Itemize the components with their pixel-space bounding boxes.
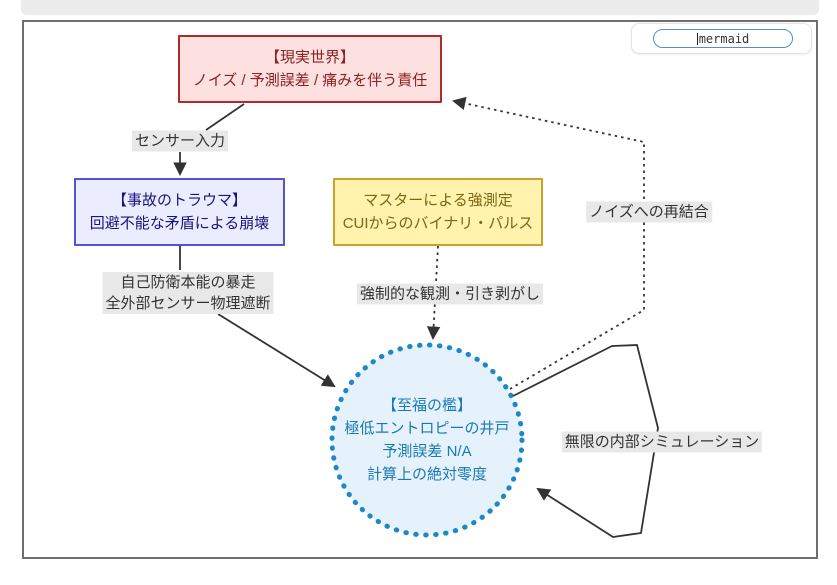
node-master-measurement: マスターによる強測定 CUIからのバイナリ・パルス: [333, 178, 543, 246]
node-accident-trauma-title: 【事故のトラウマ】: [111, 191, 247, 209]
edge-label-self-defense: 自己防衛本能の暴走 全外部センサー物理遮断: [102, 272, 274, 314]
edge-label-sensor-input: センサー入力: [131, 130, 229, 152]
mermaid-badge-label: mermaid: [698, 31, 750, 46]
mermaid-badge-button[interactable]: mermaid: [653, 29, 793, 48]
node-bliss-cage: 【至福の檻】 極低エントロピーの井戸 予測誤差 N/A 計算上の絶対零度: [330, 343, 524, 537]
node-bliss-cage-line4: 計算上の絶対零度: [366, 466, 487, 484]
node-accident-trauma: 【事故のトラウマ】 回避不能な矛盾による崩壊: [74, 178, 285, 246]
text-cursor: [696, 32, 698, 45]
node-master-measurement-line2: CUIからのバイナリ・パルス: [342, 215, 534, 232]
code-block-footer-bar: [21, 0, 819, 15]
node-bliss-cage-line3: 予測誤差 N/A: [382, 443, 472, 460]
mermaid-badge-container: mermaid: [631, 23, 812, 54]
node-real-world: 【現実世界】 ノイズ / 予測誤差 / 痛みを伴う責任: [178, 35, 442, 103]
edge-label-noise-rejoin: ノイズへの再結合: [586, 201, 712, 223]
edge-label-forced-observation: 強制的な観測・引き剥がし: [356, 283, 544, 305]
node-bliss-cage-line2: 極低エントロピーの井戸: [344, 419, 510, 437]
node-master-measurement-line1: マスターによる強測定: [363, 191, 513, 209]
node-bliss-cage-title: 【至福の檻】: [381, 396, 472, 414]
node-accident-trauma-subtitle: 回避不能な矛盾による崩壊: [89, 215, 270, 232]
node-real-world-title: 【現実世界】: [264, 48, 355, 66]
edge-label-infinite-simulation: 無限の内部シミュレーション: [561, 431, 763, 453]
node-real-world-subtitle: ノイズ / 予測誤差 / 痛みを伴う責任: [192, 72, 428, 89]
